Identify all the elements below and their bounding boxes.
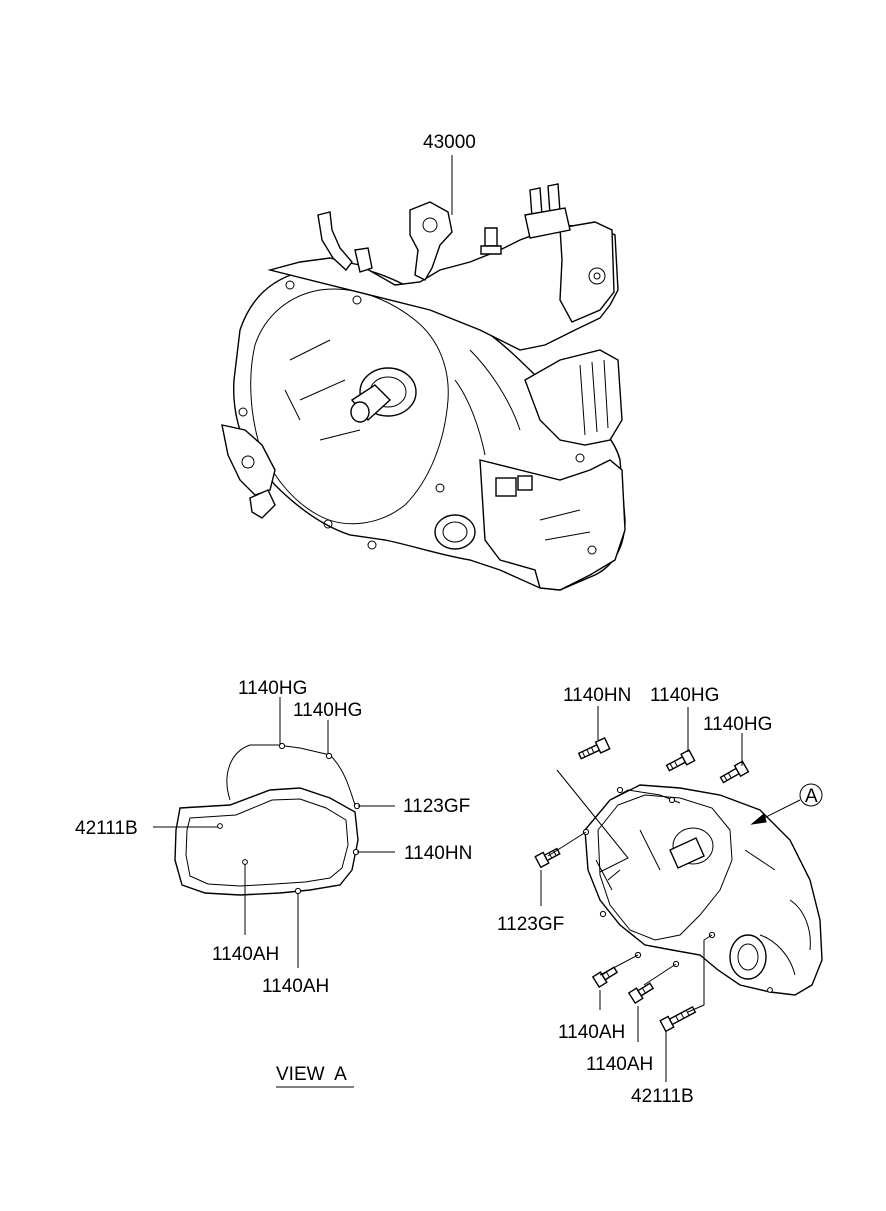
assembly-part-number: 43000 <box>423 132 476 153</box>
view-a-leader-lines <box>153 697 395 968</box>
transaxle-assembly-drawing <box>221 183 626 591</box>
label-1140ah-left-first: 1140AH <box>212 944 279 965</box>
label-1140hg-top: 1140HG <box>238 678 307 699</box>
label-1123gf-left: 1123GF <box>403 796 470 817</box>
view-a-marker-circle <box>799 783 823 807</box>
view-a-gasket-drawing <box>174 742 361 896</box>
label-1140hg-right-second: 1140HG <box>703 714 772 735</box>
label-1140hn-left: 1140HN <box>404 843 472 864</box>
label-1140ah-right-second: 1140AH <box>586 1054 653 1075</box>
label-1140ah-right-first: 1140AH <box>558 1022 625 1043</box>
label-42111b-left: 42111B <box>75 818 138 839</box>
label-42111b-right: 42111B <box>631 1086 694 1107</box>
case-leader-lines <box>540 706 801 1082</box>
view-a-caption: VIEW A <box>276 1064 347 1085</box>
label-1140hg-second: 1140HG <box>293 700 362 721</box>
bolts <box>534 736 750 1033</box>
case-exploded-drawing <box>582 784 823 996</box>
view-a-marker-letter: A <box>805 786 818 807</box>
label-1140hg-right-first: 1140HG <box>650 685 719 706</box>
label-1140ah-left-second: 1140AH <box>262 976 329 997</box>
label-1123gf-right: 1123GF <box>497 914 564 935</box>
label-1140hn-right: 1140HN <box>563 685 631 706</box>
